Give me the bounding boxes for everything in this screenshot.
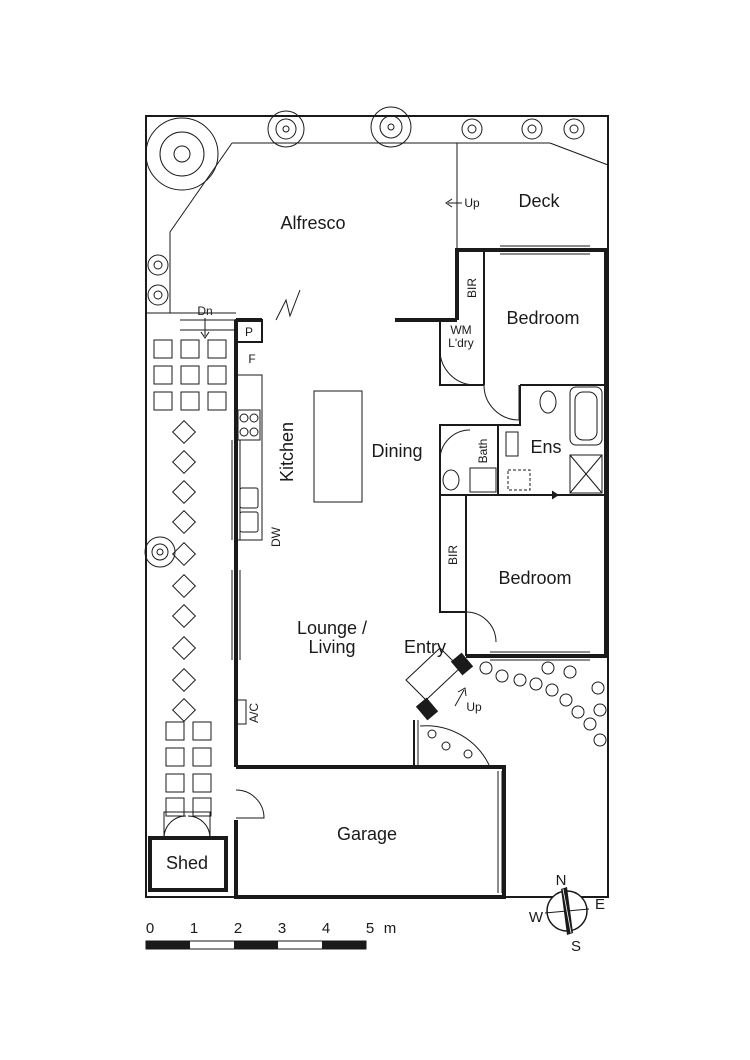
room-label-bir-top: BIR xyxy=(465,278,479,298)
stairs-up-label: Up xyxy=(466,700,482,714)
room-label-dining: Dining xyxy=(371,441,422,461)
compass-south: S xyxy=(571,938,581,955)
shrub-icon xyxy=(521,118,543,140)
deck-diag xyxy=(549,142,609,166)
toilet-icon xyxy=(539,390,557,414)
room-label-laundry: L'dry xyxy=(448,336,474,350)
scale-tick-label: 4 xyxy=(322,920,330,937)
alfresco-boundary-diag xyxy=(169,142,233,233)
shrub-icon xyxy=(563,118,585,140)
shower xyxy=(569,454,603,494)
scale-tick-label: 0 xyxy=(146,920,154,937)
fridge-label: F xyxy=(248,352,255,366)
bifold-door xyxy=(275,289,301,321)
kitchen-bench xyxy=(235,374,263,541)
garage-access-door xyxy=(235,789,265,819)
compass-north: N xyxy=(556,872,567,889)
shrub-icon xyxy=(147,254,169,276)
bedroom-door-bottom xyxy=(465,611,497,643)
kitchen-island xyxy=(313,390,363,503)
shed xyxy=(148,836,228,892)
room-label-bedroom-top: Bedroom xyxy=(506,308,579,328)
room-label-garage: Garage xyxy=(337,824,397,844)
sink-icon xyxy=(239,487,259,533)
cabinet xyxy=(505,431,519,457)
site-boundary xyxy=(145,115,609,898)
room-label-bedroom-bottom: Bedroom xyxy=(498,568,571,588)
cooktop-icon xyxy=(237,409,261,441)
scale-bar xyxy=(145,940,367,950)
room-label-lounge: Lounge / xyxy=(297,618,367,638)
arrow-up-icon xyxy=(457,687,467,697)
bir-wall-bottom xyxy=(439,495,466,613)
compass-icon xyxy=(544,887,590,935)
garden-shrubs-icon xyxy=(427,661,607,759)
pantry-label: P xyxy=(245,325,253,339)
scale-unit-label: m xyxy=(384,920,397,937)
compass-east: E xyxy=(595,896,605,913)
pantry xyxy=(235,319,263,343)
tree-icon xyxy=(145,117,219,191)
scale-tick-label: 2 xyxy=(234,920,242,937)
bathtub xyxy=(569,386,603,446)
arrow-right-icon xyxy=(551,490,559,500)
shrub-icon xyxy=(147,284,169,306)
scale-tick-label: 3 xyxy=(278,920,286,937)
dishwasher-label: DW xyxy=(269,526,283,547)
shed-door xyxy=(187,815,211,839)
arrow-left-icon xyxy=(445,198,453,208)
compass-west: W xyxy=(529,909,544,926)
house-wall-ne xyxy=(455,248,608,658)
entry-pillar xyxy=(450,652,474,676)
room-label-alfresco: Alfresco xyxy=(280,213,345,233)
shed-door xyxy=(163,811,211,838)
stairs-up-label: Up xyxy=(464,196,480,210)
arrow-up-icon xyxy=(454,689,465,707)
toilet-icon xyxy=(442,469,460,491)
aircon-unit xyxy=(235,699,247,725)
shrub-icon xyxy=(461,118,483,140)
tree-icon xyxy=(267,110,305,148)
room-label-ensuite: Ens xyxy=(530,437,561,457)
scale-tick-label: 1 xyxy=(190,920,198,937)
room-label-wm: WM xyxy=(450,323,471,337)
room-label-living: Living xyxy=(308,637,355,657)
bathtub-inner xyxy=(574,391,598,441)
room-label-kitchen: Kitchen xyxy=(277,422,297,482)
room-label-deck: Deck xyxy=(518,191,560,211)
porch-door xyxy=(419,725,491,768)
room-label-entry: Entry xyxy=(404,637,446,657)
scale-tick-label: 5 xyxy=(366,920,374,937)
shed-door xyxy=(163,815,187,839)
room-label-shed: Shed xyxy=(166,853,208,873)
laundry-door xyxy=(439,349,476,386)
room-label-bir-bottom: BIR xyxy=(446,545,460,565)
tree-icon xyxy=(370,106,412,148)
entry-pillar xyxy=(415,697,439,721)
room-label-bath: Bath xyxy=(476,439,490,464)
vanity xyxy=(507,469,531,491)
bedroom-door-top xyxy=(483,384,520,421)
arrow-down-icon xyxy=(200,331,210,339)
tree-icon xyxy=(144,536,176,568)
pavers xyxy=(153,339,227,817)
shower xyxy=(469,467,497,493)
aircon-label: A/C xyxy=(247,703,261,723)
bath-door xyxy=(439,429,471,461)
stairs-down-label: Dn xyxy=(197,304,212,318)
shower-drain xyxy=(569,454,603,494)
